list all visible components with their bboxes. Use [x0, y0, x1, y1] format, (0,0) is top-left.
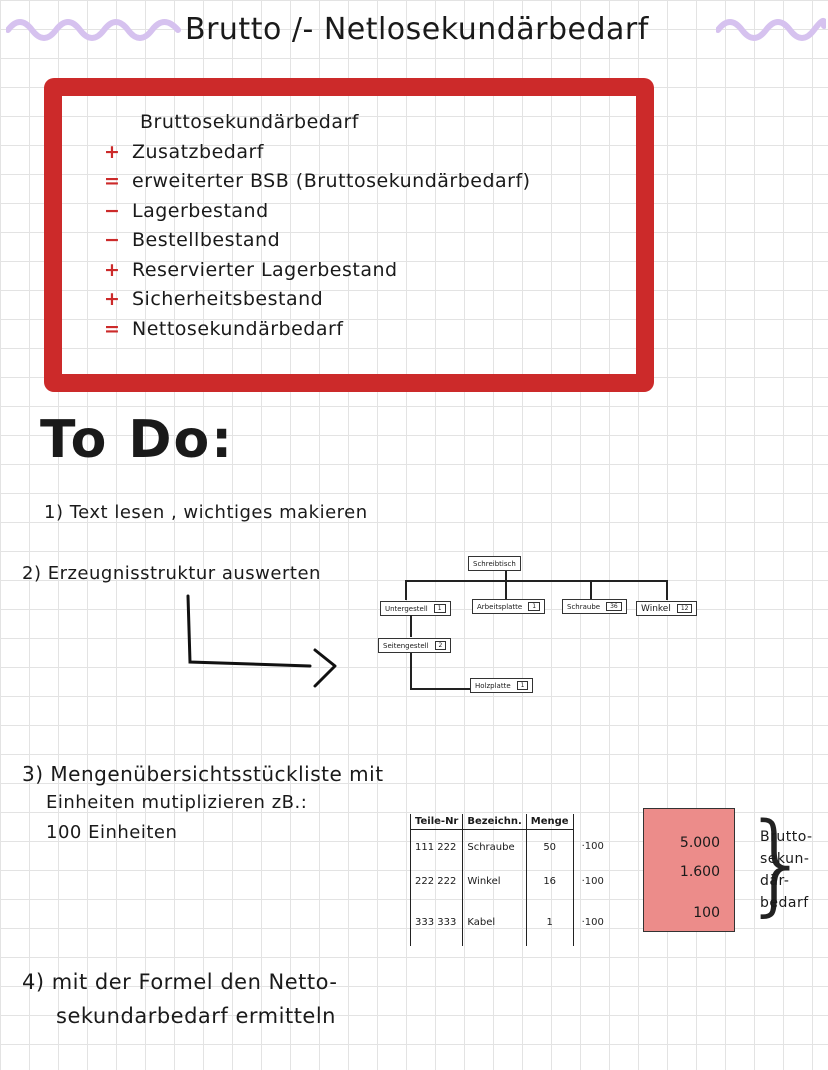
formula-row: −Lagerbestand	[104, 197, 531, 227]
col-header-teilenr: Teile-Nr	[409, 814, 463, 830]
formula-operator: =	[104, 170, 121, 192]
formula-operator: =	[104, 317, 121, 340]
step-3-line-2: Einheiten mutiplizieren zB.:	[46, 792, 308, 813]
step-4-line-2: sekundarbedarf ermitteln	[56, 1004, 336, 1028]
formula-term: Bestellbestand	[132, 229, 281, 251]
formula-term: Zusatzbedarf	[132, 140, 264, 163]
result-label: Brutto- sekun- där- bedarf	[760, 829, 813, 911]
formula-operator: +	[104, 258, 121, 281]
step-1: 1) Text lesen , wichtiges makieren	[44, 502, 368, 523]
result-highlight-box: 5.000 1.600 100	[643, 808, 735, 932]
col-header-menge: Menge	[525, 814, 574, 830]
table-header-row: Teile-Nr Bezeichn. Menge	[409, 814, 614, 830]
step-3-line-1: 3) Mengenübersichtsstückliste mit	[22, 762, 384, 786]
formula-list: Bruttosekundärbedarf + Zusatzbedarf = erweit…	[104, 108, 531, 344]
arrow-icon	[186, 594, 337, 688]
formula-row: = Nettosekundärbedarf	[104, 315, 531, 345]
formula-term: Reservierter Lagerbestand	[132, 258, 398, 281]
step-2: 2) Erzeugnisstruktur auswerten	[22, 563, 321, 584]
squiggle-right-decoration	[716, 17, 826, 41]
formula-box	[44, 78, 654, 392]
result-value: 100	[693, 905, 720, 921]
step-4-line-1: 4) mit der Formel den Netto-	[22, 970, 338, 994]
result-value: 1.600	[679, 864, 720, 880]
formula-operator: +	[104, 140, 121, 163]
table-row: 333 333 Kabel 1 ·100	[409, 898, 614, 946]
formula-row: + Zusatzbedarf	[104, 138, 531, 168]
table-row: 111 222 Schraube 50 ·100	[409, 829, 614, 864]
formula-operator: −	[104, 229, 121, 251]
formula-term: Sicherheitsbestand	[132, 288, 324, 310]
formula-operator: −	[104, 199, 121, 222]
table-row: 222 222 Winkel 16 ·100	[409, 864, 614, 898]
formula-row: + Sicherheitsbestand	[104, 285, 531, 315]
squiggle-left-decoration	[6, 19, 181, 41]
formula-row: Bruttosekundärbedarf	[104, 108, 531, 138]
formula-operator	[112, 108, 140, 138]
formula-row: + Reservierter Lagerbestand	[104, 256, 531, 286]
formula-term: Nettosekundärbedarf	[132, 317, 344, 340]
formula-row: = erweiterter BSB (Bruttosekundärbedarf)	[104, 167, 531, 197]
todo-heading: To Do:	[40, 410, 235, 470]
brace-icon: }	[742, 799, 812, 927]
formula-term: Lagerbestand	[132, 199, 269, 222]
page-title: Brutto /- Netlosekundärbedarf	[185, 12, 649, 47]
formula-term: Bruttosekundärbedarf	[140, 111, 359, 133]
formula-term: erweiterter BSB (Bruttosekundärbedarf)	[132, 170, 531, 192]
parts-table: Teile-Nr Bezeichn. Menge 111 222 Schraub…	[409, 814, 614, 946]
formula-row: −Bestellbestand	[104, 226, 531, 256]
col-header-bezeichnung: Bezeichn.	[462, 814, 527, 830]
step-3-line-3: 100 Einheiten	[46, 822, 178, 843]
tree-node-root: Schreibtisch	[468, 556, 521, 571]
result-value: 5.000	[679, 835, 720, 851]
formula-operator: +	[104, 288, 121, 310]
